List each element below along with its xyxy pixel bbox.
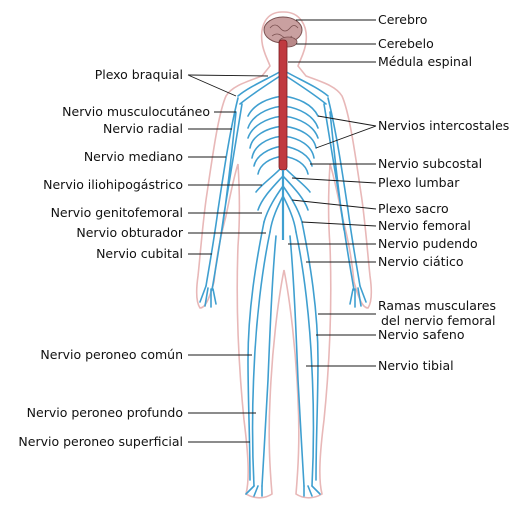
label-ramas-musculares: Ramas musculares	[378, 298, 496, 313]
right-foot-nerves	[303, 485, 321, 497]
spinal-cord	[278, 39, 288, 171]
label-nervio-peroneo-superficial: Nervio peroneo superficial	[18, 434, 183, 449]
body-outline	[195, 11, 373, 499]
left-foot-nerves	[245, 485, 263, 497]
leader-plexo-sacro	[291, 199, 377, 210]
label-plexo-lumbar: Plexo lumbar	[378, 175, 460, 190]
left-arm-nerves	[205, 97, 243, 291]
label-nervio-tibial: Nervio tibial	[378, 358, 454, 373]
left-leader-lines	[187, 74, 269, 443]
label-plexo-sacro: Plexo sacro	[378, 201, 449, 216]
right-hand-nerves	[349, 285, 367, 308]
intercostal-nerves	[247, 95, 319, 175]
label-nervio-musculocutaneo: Nervio musculocutáneo	[62, 104, 210, 119]
label-nervio-peroneo-profundo: Nervio peroneo profundo	[27, 405, 183, 420]
label-nervio-mediano: Nervio mediano	[84, 149, 183, 164]
brachial-plexus	[237, 69, 329, 105]
label-cerebelo: Cerebelo	[378, 36, 434, 51]
label-cerebro: Cerebro	[378, 12, 427, 27]
label-nervio-genitofemoral: Nervio genitofemoral	[51, 205, 183, 220]
label-nervio-peroneo-comun: Nervio peroneo común	[40, 347, 183, 362]
body-silhouette	[195, 11, 373, 499]
left-hand-nerves	[199, 285, 217, 308]
label-del-nervio-femoral: del nervio femoral	[381, 313, 496, 328]
label-nervio-iliohipogastrico: Nervio iliohipogástrico	[43, 177, 183, 192]
label-nervio-pudendo: Nervio pudendo	[378, 236, 478, 251]
label-nervios-intercostales: Nervios intercostales	[378, 118, 509, 133]
nerve-network	[199, 69, 367, 497]
label-nervio-femoral: Nervio femoral	[378, 218, 471, 233]
right-leg-nerves	[289, 221, 319, 487]
label-plexo-braquial: Plexo braquial	[95, 67, 183, 82]
label-nervio-safeno: Nervio safeno	[378, 327, 465, 342]
leader-plexo-lumbar	[291, 177, 377, 184]
label-nervio-cubital: Nervio cubital	[96, 246, 183, 261]
leader-plexo-braquial	[187, 74, 269, 97]
label-medula-espinal: Médula espinal	[378, 54, 472, 69]
leader-femoral	[301, 221, 377, 227]
lumbar-sacral-plexus	[255, 165, 311, 233]
right-leader-lines	[288, 19, 377, 367]
label-nervio-subcostal: Nervio subcostal	[378, 156, 482, 171]
leader-intercostales	[315, 115, 377, 149]
right-labels: Cerebro Cerebelo Médula espinal Nervios …	[378, 12, 509, 373]
left-labels: Plexo braquial Nervio musculocutáneo Ner…	[18, 67, 210, 449]
label-nervio-radial: Nervio radial	[103, 121, 183, 136]
label-nervio-ciatico: Nervio ciático	[378, 254, 464, 269]
label-nervio-obturador: Nervio obturador	[76, 225, 183, 240]
